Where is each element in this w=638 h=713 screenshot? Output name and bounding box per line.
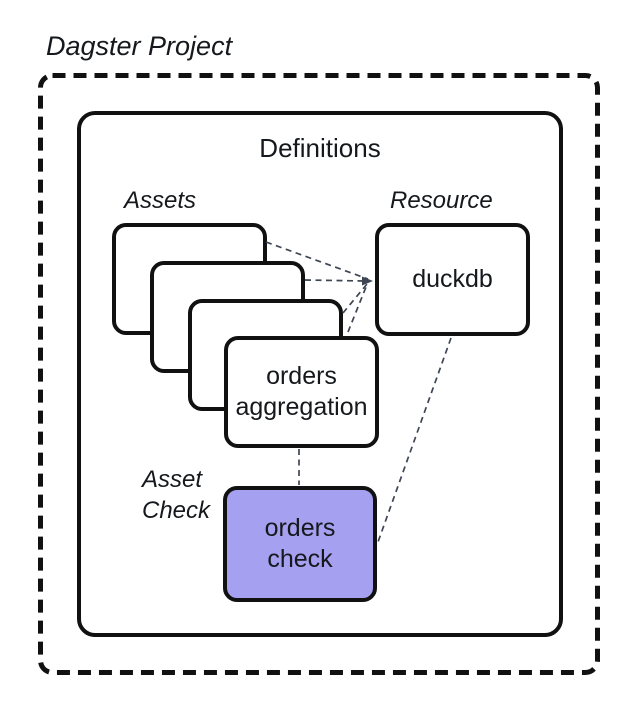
asset-card-orders-aggregation: orders aggregation [224,336,379,448]
asset-check-group-label: Asset Check [142,466,211,524]
orders-check-label: orders check [264,514,336,573]
resource-node-duckdb: duckdb [375,223,530,336]
resource-group-label: Resource [390,187,493,214]
assets-group-label: Assets [124,187,197,214]
asset-check-node-orders-check: orders check [223,486,377,602]
definitions-label: Definitions [259,133,381,163]
project-title: Dagster Project [46,31,233,61]
duckdb-label: duckdb [412,265,493,293]
orders-aggregation-label: orders aggregation [235,362,368,421]
